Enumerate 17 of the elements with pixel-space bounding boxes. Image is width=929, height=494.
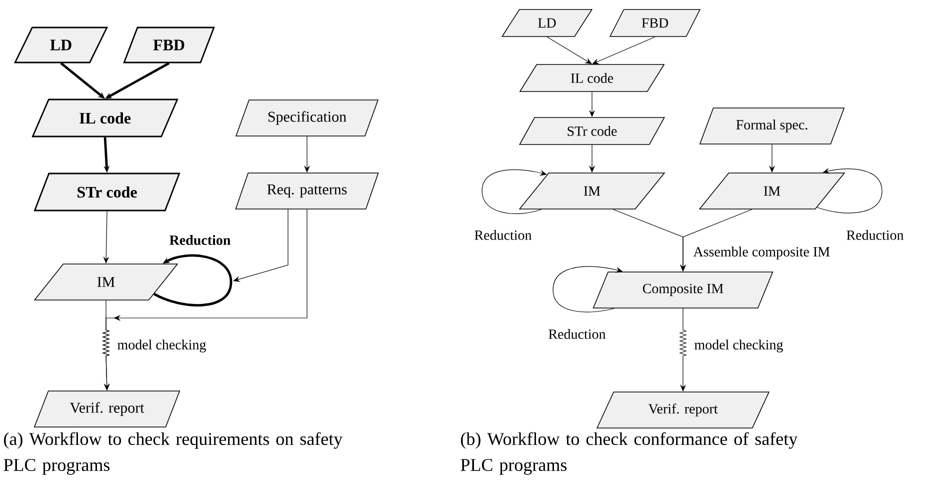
edge-label: Reduction	[548, 329, 606, 339]
edge-label: Reduction	[474, 230, 532, 240]
arrow	[233, 209, 288, 282]
edge-label: model checking	[694, 340, 783, 352]
data-box: FBD	[123, 26, 215, 64]
edge-label: Assemble composite IM	[693, 246, 830, 260]
arrow	[482, 169, 547, 214]
edge-label: Reduction	[170, 235, 231, 245]
caption: (a) Workflow to check requirements on safety PLC programs	[4, 432, 343, 475]
caption: (b) Workflow to check conformance of safety PLC programs	[460, 432, 798, 475]
edge-label: Reduction	[846, 230, 904, 240]
arrow	[592, 36, 656, 64]
data-box: Req. patterns	[235, 172, 379, 210]
data-box: Composite IM	[592, 272, 774, 308]
arrow	[154, 254, 232, 306]
edge-label: model checking	[118, 340, 206, 352]
data-box: LD	[14, 26, 108, 64]
